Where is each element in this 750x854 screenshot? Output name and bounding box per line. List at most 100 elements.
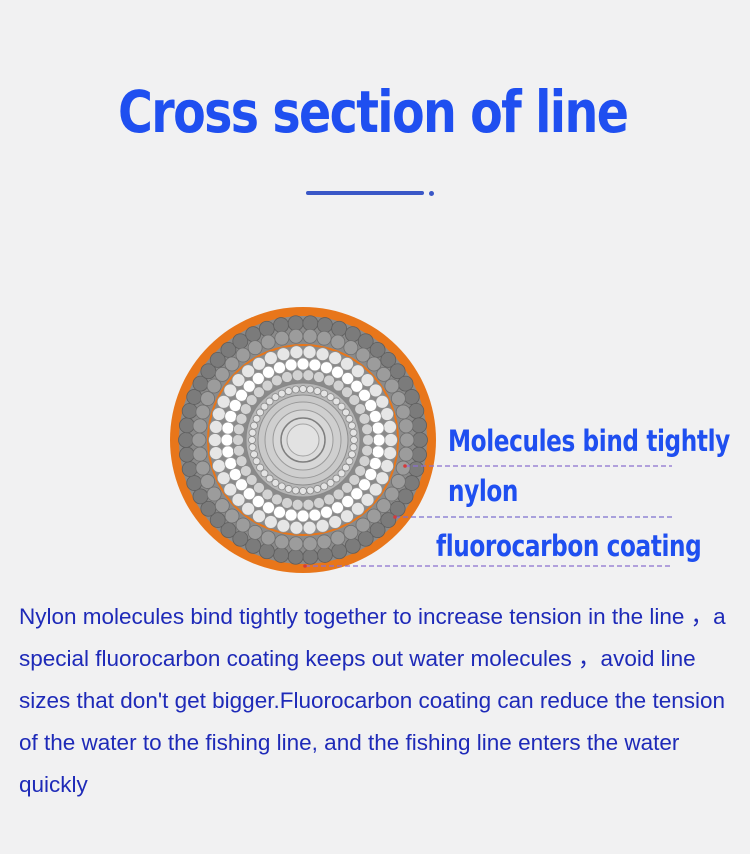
molecule-bead [209,446,223,461]
leader-endpoint [393,515,397,519]
molecule-bead [235,412,248,425]
molecule-bead [380,512,397,528]
nylon-bead [349,443,358,452]
molecule-bead [360,373,375,388]
nylon-bead [248,443,257,452]
molecule-bead [220,341,237,358]
molecule-bead [235,517,251,533]
molecule-bead [343,340,359,356]
molecule-bead [276,518,291,533]
molecule-bead [358,455,371,468]
molecule-bead [288,328,304,344]
molecule-bead [395,404,411,420]
molecule-bead [340,356,354,371]
molecule-bead [395,460,411,476]
molecule-bead [368,410,382,423]
label-fluorocarbon-coating: fluorocarbon coating [436,529,702,563]
molecule-bead [224,508,240,524]
molecule-bead [261,488,274,501]
nylon-bead [337,469,346,478]
nylon-bead [265,397,274,406]
molecule-bead [354,465,367,477]
molecule-bead [252,509,266,524]
molecule-bead [302,548,319,565]
molecule-bead [369,522,386,539]
molecule-bead [287,548,304,565]
molecule-bead [270,493,283,506]
nylon-bead [252,414,261,423]
molecule-bead [235,388,248,402]
molecule-bead [375,471,390,486]
molecule-bead [361,444,374,457]
molecule-bead [398,446,414,462]
molecule-bead [384,486,400,502]
molecule-bead [350,379,364,393]
molecule-bead [179,417,195,434]
molecule-bead [315,518,330,533]
inner-coating-line [207,344,399,536]
molecule-bead [200,474,216,489]
nylon-bead [256,408,264,417]
label-molecules-bind-tightly: Molecules bind tightly [448,424,730,458]
nylon-bead [252,457,261,466]
nylon-bead [277,482,286,491]
nylon-bead [348,421,356,430]
nylon-bead [284,485,293,493]
molecule-bead [195,404,211,420]
nylon-bead [326,479,335,487]
molecule-bead [192,488,209,505]
molecule-bead [371,421,385,435]
molecule-bead [262,365,275,379]
nylon-bead [342,463,350,472]
molecule-bead [331,543,348,560]
cross-section-circle [170,307,436,573]
nylon-bead [299,385,307,393]
nylon-core-center [286,423,320,457]
molecule-bead [302,328,318,344]
molecule-bead [232,444,245,457]
molecule-bead [287,315,304,332]
molecule-bead [212,407,226,421]
molecule-bead [239,403,252,415]
molecule-bead [412,432,428,448]
molecule-bead [328,351,343,365]
molecule-bead [242,487,256,501]
molecule-bead [220,433,234,447]
molecule-bead [399,432,415,448]
label-nylon: nylon [448,474,519,508]
molecule-bead [241,501,256,516]
molecule-bead [247,340,263,356]
molecule-bead [330,530,346,546]
molecule-bead [289,345,304,360]
molecule-bead [242,379,256,393]
molecule-bead [288,536,304,552]
molecule-bead [216,394,231,409]
molecule-bead [368,457,382,470]
molecule-bead [376,498,392,514]
molecule-bead [375,394,390,409]
molecule-bead [251,495,265,508]
molecule-bead [245,394,258,406]
molecule-bead [273,505,286,519]
molecule-bead [274,330,290,346]
molecule-bead [186,389,203,405]
molecule-bead [316,534,332,550]
molecule-bead [344,537,361,554]
molecule-bead [214,366,230,382]
molecule-bead [371,445,385,459]
molecule-bead [223,383,238,398]
molecule-bead [341,481,353,494]
molecule-bead [330,334,346,350]
molecule-bead [350,487,364,501]
molecule-bead [366,356,382,372]
molecule-bead [273,361,286,375]
molecule-bead [332,379,345,392]
molecule-bead [308,508,322,522]
molecule-bead [350,364,365,379]
molecule-bead [384,378,400,394]
molecule-bead [216,471,231,486]
molecule-bead [341,386,353,399]
molecule-bead [224,356,240,372]
molecule-bead [274,534,290,550]
nylon-bead [265,474,274,483]
